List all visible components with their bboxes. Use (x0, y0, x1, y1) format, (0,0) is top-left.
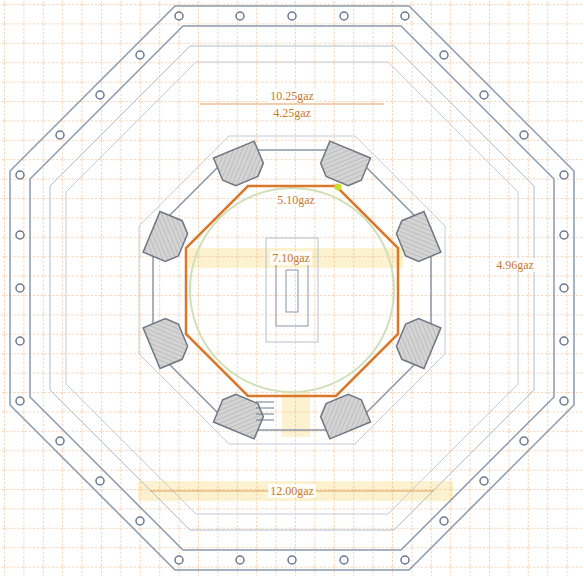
dimension-label: 12.00gaz (268, 484, 316, 498)
dimension-label: 7.10gaz (270, 251, 312, 265)
dimension-label: 10.25gaz (268, 89, 316, 103)
dimension-label: 5.10gaz (275, 193, 317, 207)
dimension-label: 4.96gaz (494, 258, 536, 272)
dimension-label: 4.25gaz (271, 106, 313, 120)
